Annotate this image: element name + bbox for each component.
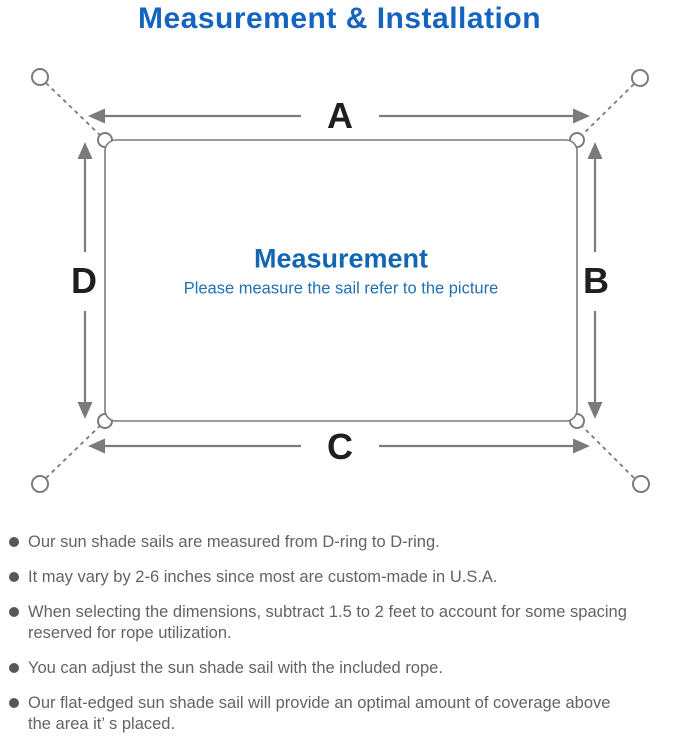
- diagram-heading: Measurement: [253, 243, 429, 274]
- shade-sail-outline: [104, 139, 578, 422]
- page-title: Measurement & Installation: [137, 2, 542, 35]
- bullet-icon: [9, 537, 19, 547]
- note-text: Our sun shade sails are measured from D-…: [28, 533, 440, 551]
- anchor-point-icons: [31, 68, 650, 493]
- dimension-label-d: D: [71, 260, 97, 301]
- note-text: You can adjust the sun shade sail with t…: [28, 659, 443, 677]
- notes-list: Our sun shade sails are measured from D-…: [9, 532, 673, 739]
- bullet-icon: [9, 698, 19, 708]
- measurement-diagram: [31, 68, 650, 493]
- list-item: Our sun shade sails are measured from D-…: [9, 532, 673, 553]
- bullet-icon: [9, 607, 19, 617]
- bullet-icon: [9, 663, 19, 673]
- diagram-subtitle: Please measure the sail refer to the pic…: [183, 279, 499, 298]
- note-text: When selecting the dimensions, subtract …: [28, 603, 627, 642]
- list-item: Our flat-edged sun shade sail will provi…: [9, 693, 673, 735]
- dimension-label-a: A: [327, 95, 353, 136]
- bullet-icon: [9, 572, 19, 582]
- note-text: Our flat-edged sun shade sail will provi…: [28, 694, 611, 733]
- dimension-label-c: C: [327, 426, 353, 467]
- note-text: It may vary by 2-6 inches since most are…: [28, 568, 498, 586]
- list-item: You can adjust the sun shade sail with t…: [9, 658, 673, 679]
- dimension-label-b: B: [583, 260, 609, 301]
- corner-rope-lines: [45, 82, 635, 479]
- list-item: It may vary by 2-6 inches since most are…: [9, 567, 673, 588]
- dimension-arrows: [77, 108, 603, 454]
- list-item: When selecting the dimensions, subtract …: [9, 602, 673, 644]
